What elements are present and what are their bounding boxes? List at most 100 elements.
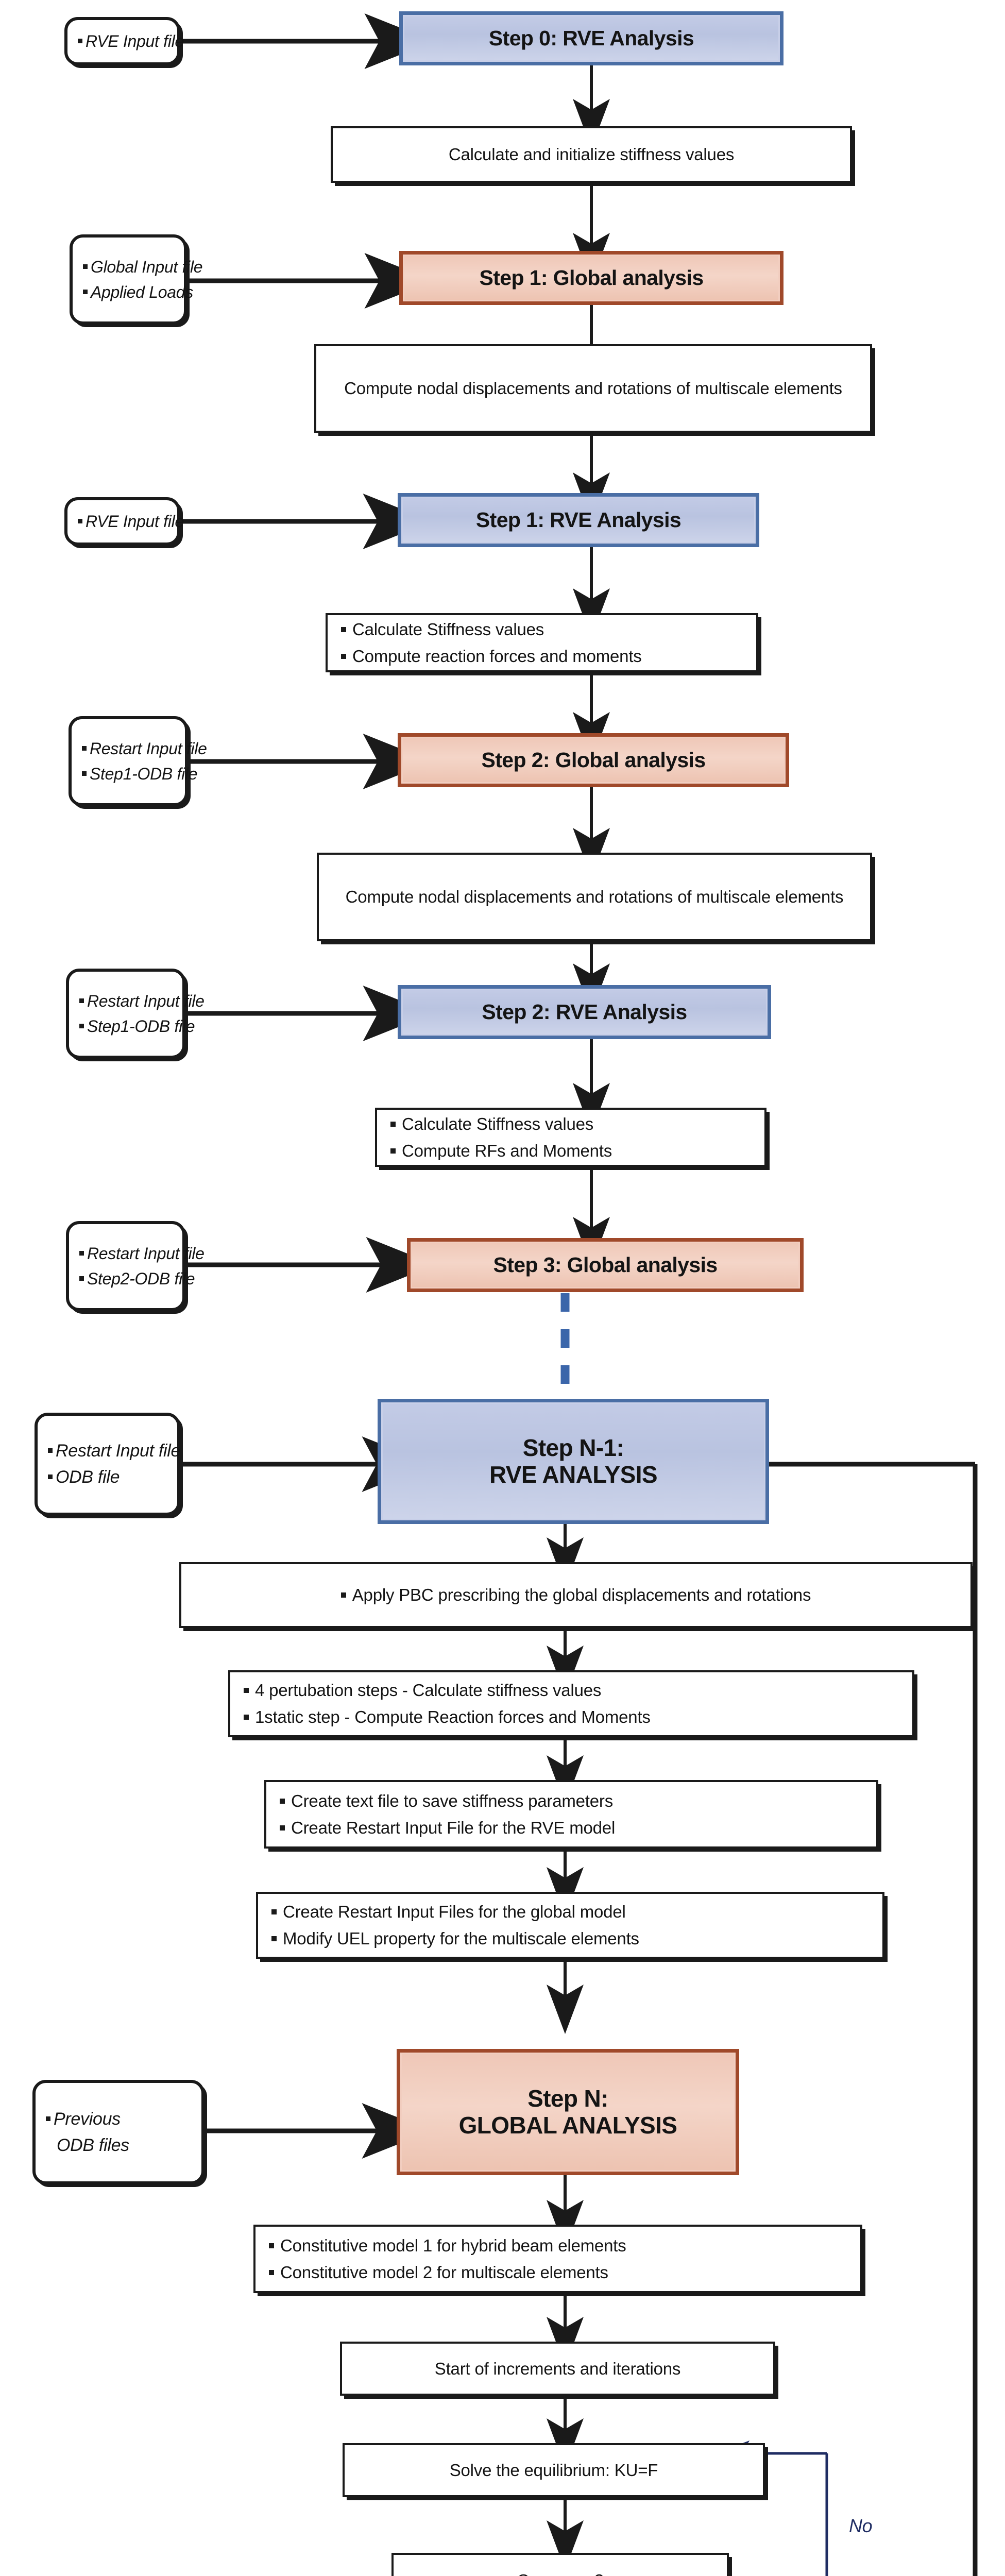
file-box-restart-step1-b[interactable]: Restart Input file Step1-ODB file	[66, 969, 205, 1059]
process-box-create-text-file[interactable]: Create text file to save stiffness param…	[264, 1780, 878, 1849]
decision-box-converge[interactable]: Converge ?	[391, 2553, 729, 2576]
step-label: Step 1: RVE Analysis	[475, 507, 682, 532]
list-item-label: Restart Input file	[56, 1441, 181, 1461]
process-text: Solve the equilibrium: KU=F	[449, 2460, 658, 2480]
process-box-constitutive-models[interactable]: Constitutive model 1 for hybrid beam ele…	[253, 2225, 862, 2293]
list-item: Modify UEL property for the multiscale e…	[271, 1929, 869, 1948]
list-item-label: Constitutive model 1 for hybrid beam ele…	[280, 2235, 626, 2255]
list-item-label: Create Restart Input Files for the globa…	[283, 1902, 626, 1921]
file-box-restart-step2[interactable]: Restart Input file Step2-ODB file	[66, 1221, 205, 1311]
list-item: Compute reaction forces and moments	[341, 647, 743, 666]
list-item-label: Calculate Stiffness values	[402, 1114, 594, 1133]
list-item-label: Modify UEL property for the multiscale e…	[283, 1929, 639, 1948]
list-item: Restart Input file	[82, 739, 207, 758]
list-item-label: Compute RFs and Moments	[402, 1141, 612, 1160]
bullet-square-icon	[280, 1798, 285, 1804]
bullet-list: Constitutive model 1 for hybrid beam ele…	[255, 2236, 860, 2282]
file-box-restart-odb[interactable]: Restart Input file ODB file	[35, 1413, 180, 1516]
process-box-start-increments[interactable]: Start of increments and iterations	[340, 2342, 775, 2396]
list-item: Create text file to save stiffness param…	[280, 1791, 863, 1811]
process-box-solve-equilibrium[interactable]: Solve the equilibrium: KU=F	[343, 2443, 765, 2497]
list-item: Step1-ODB file	[79, 1017, 195, 1036]
list-item-label: Constitutive model 2 for multiscale elem…	[280, 2262, 608, 2282]
bullet-square-icon	[269, 2269, 274, 2275]
list-item: Global Input file	[83, 258, 203, 277]
file-list: Global Input file Applied Loads	[73, 258, 203, 302]
bullet-square-icon	[271, 1936, 277, 1941]
file-box-rve-input-0[interactable]: RVE Input file	[64, 17, 184, 65]
list-item: Step1-ODB file	[82, 765, 198, 784]
process-box-pertubation-steps[interactable]: 4 pertubation steps - Calculate stiffnes…	[228, 1670, 914, 1737]
bullet-square-icon	[79, 1276, 84, 1281]
list-item-label: Restart Input file	[87, 1244, 205, 1263]
bullet-square-icon	[78, 518, 82, 523]
bullet-list: Create Restart Input Files for the globa…	[258, 1902, 882, 1948]
list-item-label: RVE Input file	[86, 512, 184, 531]
bullet-list: Calculate Stiffness values Compute RFs a…	[377, 1114, 764, 1161]
list-item-label: 4 pertubation steps - Calculate stiffnes…	[255, 1681, 602, 1700]
list-item: Previous	[46, 2109, 191, 2129]
list-item-label: Create text file to save stiffness param…	[291, 1791, 614, 1810]
list-item-label: Apply PBC prescribing the global displac…	[352, 1585, 811, 1604]
step-box-stepN1-rve-analysis[interactable]: Step N-1: RVE ANALYSIS	[378, 1399, 769, 1524]
file-feed-arrows	[180, 13, 436, 2159]
bullet-square-icon	[79, 1250, 84, 1256]
decision-text: Converge ?	[394, 2568, 727, 2576]
bullet-square-icon	[341, 626, 346, 632]
file-box-global-input[interactable]: Global Input file Applied Loads	[70, 234, 203, 325]
file-box-rve-input-1[interactable]: RVE Input file	[64, 497, 184, 546]
bullet-square-icon	[82, 745, 87, 751]
file-box-previous-odb[interactable]: Previous ODB files	[32, 2080, 205, 2184]
process-box-stiffness-reaction-1[interactable]: Calculate Stiffness values Compute react…	[326, 613, 758, 672]
process-box-create-restart-global[interactable]: Create Restart Input Files for the globa…	[256, 1892, 884, 1959]
bullet-list: Apply PBC prescribing the global displac…	[181, 1585, 970, 1605]
edge-label-no: No	[849, 2515, 873, 2536]
vertical-flow-arrows	[547, 65, 610, 2570]
bullet-square-icon	[390, 1121, 396, 1127]
bullet-square-icon	[280, 1825, 285, 1831]
list-item-label: ODB files	[57, 2135, 129, 2155]
process-box-compute-nodal-1[interactable]: Compute nodal displacements and rotation…	[314, 344, 872, 433]
bullet-square-icon	[340, 1592, 346, 1598]
file-list: RVE Input file	[67, 512, 184, 531]
step-label: Step 3: Global analysis	[493, 1252, 718, 1277]
list-item-label: Global Input file	[91, 257, 203, 276]
step-box-step1-rve-analysis[interactable]: Step 1: RVE Analysis	[398, 493, 759, 547]
step-box-step0-rve-analysis[interactable]: Step 0: RVE Analysis	[399, 11, 783, 65]
list-item-label: 1static step - Compute Reaction forces a…	[255, 1707, 651, 1726]
step-box-step2-rve-analysis[interactable]: Step 2: RVE Analysis	[398, 985, 771, 1039]
step-box-step2-global-analysis[interactable]: Step 2: Global analysis	[398, 733, 789, 787]
step-label: Step N: GLOBAL ANALYSIS	[458, 2084, 677, 2139]
list-item: RVE Input file	[78, 512, 184, 531]
step-box-stepN-global-analysis[interactable]: Step N: GLOBAL ANALYSIS	[397, 2049, 739, 2175]
bullet-list: Create text file to save stiffness param…	[266, 1791, 876, 1838]
list-item: Step2-ODB file	[79, 1269, 195, 1289]
process-box-apply-pbc[interactable]: Apply PBC prescribing the global displac…	[179, 1562, 973, 1628]
list-item: Applied Loads	[83, 283, 193, 302]
list-item: 4 pertubation steps - Calculate stiffnes…	[244, 1681, 899, 1700]
bullet-square-icon	[48, 1475, 53, 1479]
file-list: Previous ODB files	[36, 2109, 201, 2156]
bullet-square-icon	[83, 264, 88, 269]
file-box-restart-step1[interactable]: Restart Input file Step1-ODB file	[69, 716, 207, 806]
bullet-square-icon	[83, 289, 88, 294]
step-box-step3-global-analysis[interactable]: Step 3: Global analysis	[407, 1238, 804, 1292]
list-item: Restart Input file	[48, 1441, 180, 1461]
list-item: Calculate Stiffness values	[390, 1114, 751, 1134]
process-text: Compute nodal displacements and rotation…	[344, 379, 842, 398]
list-item-label: Step1-ODB file	[87, 1016, 195, 1036]
process-text: Start of increments and iterations	[434, 2359, 681, 2378]
list-item: RVE Input file	[78, 32, 184, 51]
bullet-square-icon	[78, 38, 82, 43]
list-item-label: Applied Loads	[91, 282, 193, 301]
process-box-compute-nodal-2[interactable]: Compute nodal displacements and rotation…	[317, 853, 872, 941]
process-box-stiffness-rfs-2[interactable]: Calculate Stiffness values Compute RFs a…	[375, 1108, 766, 1167]
step-box-step1-global-analysis[interactable]: Step 1: Global analysis	[399, 251, 783, 305]
bullet-square-icon	[48, 1448, 53, 1453]
process-box-calculate-initialize[interactable]: Calculate and initialize stiffness value…	[331, 126, 852, 183]
file-list: Restart Input file Step1-ODB file	[69, 992, 205, 1036]
list-item-label: Restart Input file	[90, 739, 207, 758]
list-item: ODB file	[48, 1467, 167, 1487]
bullet-square-icon	[79, 998, 84, 1003]
